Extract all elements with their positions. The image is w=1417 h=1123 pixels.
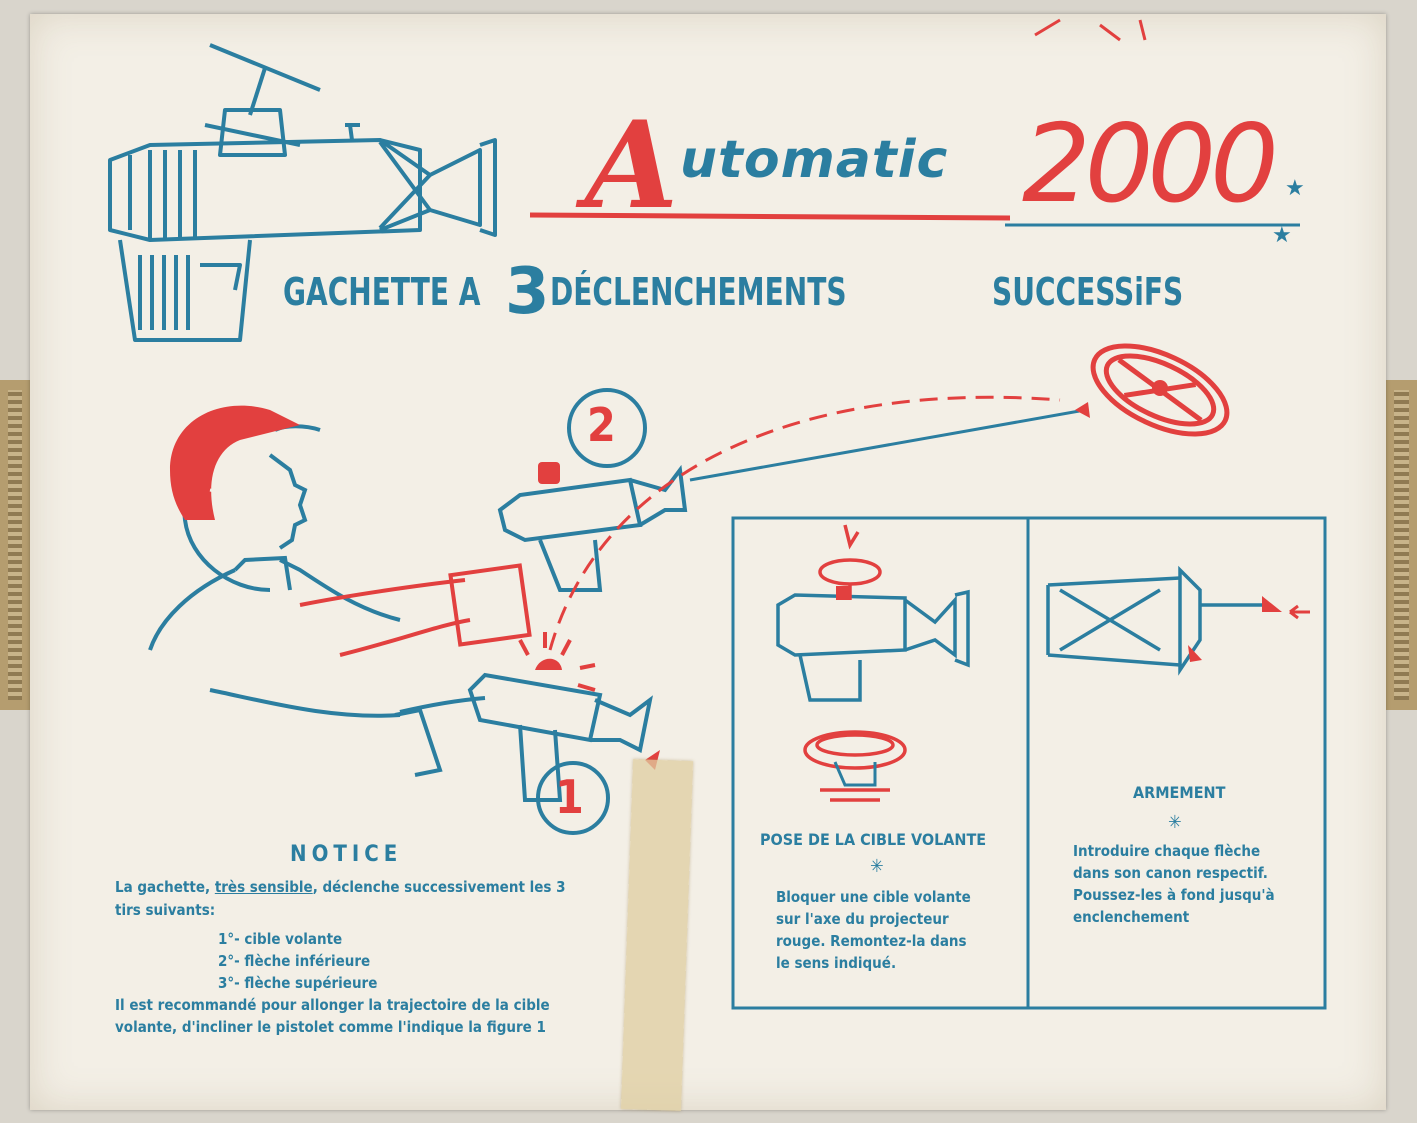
svg-text:★: ★ xyxy=(1285,176,1305,201)
tagline-part1: GACHETTE A xyxy=(283,270,481,314)
helmet xyxy=(170,405,300,520)
box-panel xyxy=(30,14,1386,1110)
svg-text:★: ★ xyxy=(1272,223,1292,248)
panel-right-star: ✳ xyxy=(1168,812,1182,833)
notice-line-4: volante, d'incliner le pistolet comme l'… xyxy=(115,1018,546,1036)
tagline-part3: SUCCESSiFS xyxy=(992,270,1184,314)
adhesive-tape xyxy=(620,759,694,1111)
panel-right-line-2: dans son canon respectif. xyxy=(1073,864,1268,882)
panel-right-title: ARMEMENT xyxy=(1133,783,1226,802)
logo-swoosh xyxy=(529,212,1011,221)
panel-left-line-2: sur l'axe du projecteur xyxy=(776,910,949,928)
notice-item-2: 2°- flèche inférieure xyxy=(218,952,371,970)
notice-line-2: tirs suivants: xyxy=(115,901,216,919)
logo-word: utomatic xyxy=(680,130,949,190)
trajectory-disc xyxy=(548,395,1061,651)
panel-left-line-3: rouge. Remontez-la dans xyxy=(776,932,967,950)
upper-arm xyxy=(299,563,532,657)
notice-item-1: 1°- cible volante xyxy=(218,930,343,948)
lower-arm xyxy=(394,696,486,777)
box-side-right xyxy=(1386,380,1417,710)
panel-right-line-3: Poussez-les à fond jusqu'à xyxy=(1073,886,1275,904)
panel-left-line-1: Bloquer une cible volante xyxy=(776,888,971,906)
notice-item-3: 3°- flèche supérieure xyxy=(218,974,378,992)
step-2-label: 2 xyxy=(587,398,616,452)
notice-title: NOTICE xyxy=(290,842,403,867)
notice-line-3: Il est recommandé pour allonger la traje… xyxy=(115,996,550,1014)
panel-left-line-4: le sens indiqué. xyxy=(776,954,897,972)
step-1-label: 1 xyxy=(555,770,584,824)
panel-left-star: ✳ xyxy=(870,856,884,877)
pistol-illustration xyxy=(108,43,497,342)
panel-right-line-1: Introduire chaque flèche xyxy=(1073,842,1261,860)
logo-number: 2000 xyxy=(1022,102,1279,227)
notice-line-1: La gachette, très sensible, déclenche su… xyxy=(115,878,566,896)
logo-letter-a: A xyxy=(585,95,679,236)
tagline-number: 3 xyxy=(505,255,550,329)
panel-left-title: POSE DE LA CIBLE VOLANTE xyxy=(760,830,987,849)
box-side-left xyxy=(0,380,30,710)
upper-gun xyxy=(497,464,688,592)
tagline-part2: DÉCLENCHEMENTS xyxy=(550,270,847,314)
instruction-panel xyxy=(731,516,1327,1010)
panel-right-line-4: enclenchement xyxy=(1073,908,1190,926)
logo-stars: ★ ★ xyxy=(1272,176,1305,248)
